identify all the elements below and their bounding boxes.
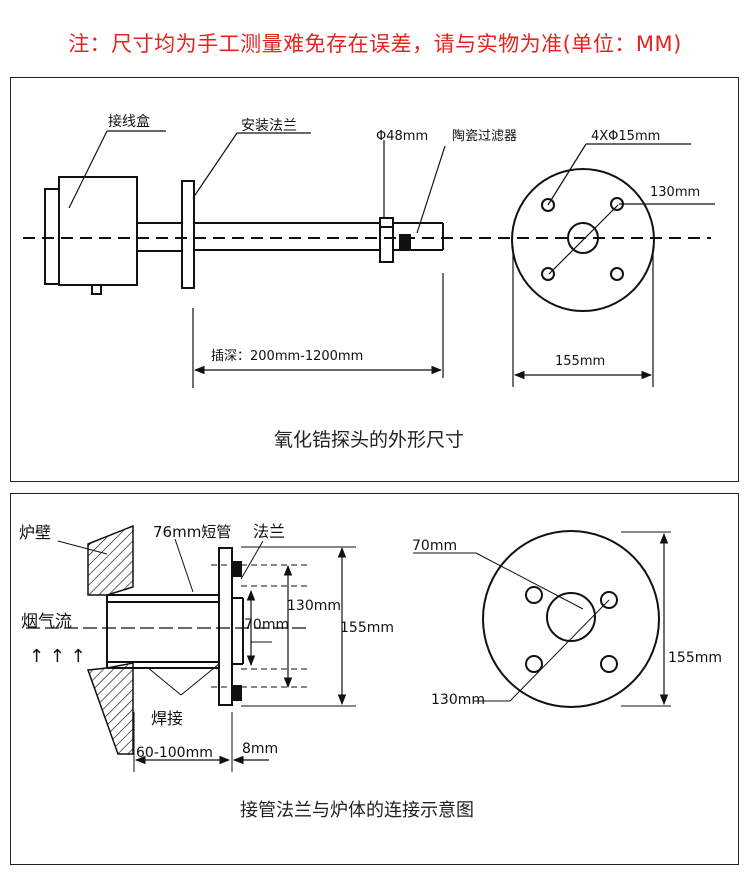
flange-diameter-label: 155mm — [555, 354, 605, 369]
pipe-length-label: 60-100mm — [136, 745, 213, 761]
flue-gas-label: 烟气流 — [21, 612, 72, 632]
weld-label: 焊接 — [151, 709, 183, 728]
diameter-label: Φ48mm — [376, 129, 428, 144]
bolt-hole — [541, 198, 555, 212]
junction-box-body — [58, 176, 138, 286]
junction-box-label: 接线盒 — [108, 113, 150, 130]
junction-box-cap — [44, 188, 60, 285]
furnace-wall-lower — [86, 662, 134, 755]
dim-155-side: 155mm — [340, 620, 394, 636]
holes-label: 4XΦ15mm — [591, 129, 660, 144]
thickness-label: 8mm — [242, 741, 278, 757]
dim-70-side: 70mm — [244, 617, 289, 633]
probe-drawing: 接线盒 安装法兰 Φ48mm 陶瓷过滤器 4XΦ15mm 130mm 插深：20… — [23, 113, 715, 451]
furnace-wall-upper — [87, 524, 134, 596]
cable-gland — [91, 284, 102, 295]
flange-label: 法兰 — [253, 522, 285, 541]
flange-connection-panel: 炉壁 76mm短管 法兰 烟气流 ↑ ↑ ↑ 焊接 60-100mm 8mm 7… — [10, 493, 739, 865]
dim-130-side: 130mm — [287, 598, 341, 614]
short-pipe-label: 76mm短管 — [153, 523, 231, 541]
bolt-hole-2 — [600, 591, 618, 609]
front-center-hole-2 — [546, 592, 596, 642]
filter-slot — [399, 234, 411, 250]
mounting-flange-label: 安装法兰 — [241, 118, 297, 134]
connection-drawing: 炉壁 76mm短管 法兰 烟气流 ↑ ↑ ↑ 焊接 60-100mm 8mm 7… — [19, 522, 722, 821]
furnace-wall-label: 炉壁 — [19, 523, 51, 542]
bolt-hole — [610, 267, 624, 281]
bolt-hole — [541, 267, 555, 281]
bolt-hole-2 — [600, 655, 618, 673]
front-flange-circle — [511, 168, 655, 312]
panel2-caption: 接管法兰与炉体的连接示意图 — [240, 800, 474, 821]
bolt-circle-label: 130mm — [650, 185, 700, 200]
dim-70-front: 70mm — [412, 538, 457, 554]
bolt-hole-2 — [525, 586, 543, 604]
insertion-depth-label: 插深：200mm-1200mm — [211, 349, 363, 364]
dim-155-front: 155mm — [668, 650, 722, 666]
notice-text: 注：尺寸均为手工测量难免存在误差，请与实物为准(单位：MM) — [68, 32, 682, 56]
dim-130-front: 130mm — [431, 692, 485, 708]
bolt-hole-2 — [525, 655, 543, 673]
flue-gas-arrows: ↑ ↑ ↑ — [29, 646, 86, 667]
probe-dimensions-panel: 接线盒 安装法兰 Φ48mm 陶瓷过滤器 4XΦ15mm 130mm 插深：20… — [10, 77, 739, 482]
mounting-flange-shape — [181, 180, 195, 289]
collar-48mm — [379, 217, 394, 263]
flange-side-view — [218, 547, 233, 706]
panel1-caption: 氧化锆探头的外形尺寸 — [274, 429, 464, 451]
front-flange-circle-2 — [482, 530, 660, 708]
ceramic-filter-label: 陶瓷过滤器 — [452, 128, 517, 144]
